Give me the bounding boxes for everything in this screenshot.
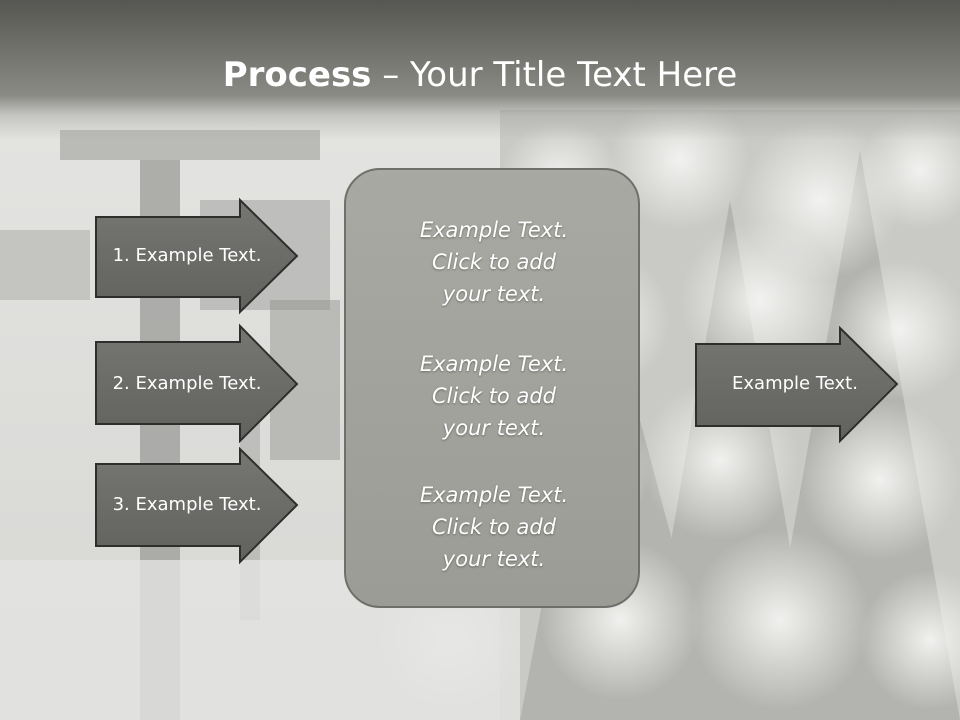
center-text-block-1[interactable]: Example Text. Click to add your text. [346, 214, 642, 310]
header-band [0, 0, 960, 140]
output-label: Example Text. [732, 373, 858, 394]
center-text-block-3[interactable]: Example Text. Click to add your text. [346, 479, 642, 575]
output-arrow[interactable] [695, 325, 899, 444]
slide-title: Process – Your Title Text Here [0, 50, 960, 100]
title-rest: – Your Title Text Here [371, 55, 738, 95]
step-3-label: 3. Example Text. [112, 494, 262, 515]
step-2-label: 2. Example Text. [112, 373, 262, 394]
step-1-arrow[interactable] [95, 197, 299, 315]
block-3-line-1: Example Text. [419, 483, 569, 507]
block-3-line-2: Click to add [431, 515, 556, 539]
block-1-line-2: Click to add [431, 250, 556, 274]
block-2-line-1: Example Text. [419, 352, 569, 376]
center-text-box[interactable]: Example Text. Click to add your text. Ex… [344, 168, 640, 608]
block-1-line-1: Example Text. [419, 218, 569, 242]
center-text-block-2[interactable]: Example Text. Click to add your text. [346, 348, 642, 444]
step-1-label: 1. Example Text. [112, 245, 262, 266]
block-2-line-3: your text. [442, 416, 546, 440]
step-2-arrow[interactable] [95, 323, 299, 444]
title-bold: Process [222, 55, 372, 95]
step-3-arrow[interactable] [95, 446, 299, 565]
block-2-line-2: Click to add [431, 384, 556, 408]
block-3-line-3: your text. [442, 547, 546, 571]
block-1-line-3: your text. [442, 282, 546, 306]
